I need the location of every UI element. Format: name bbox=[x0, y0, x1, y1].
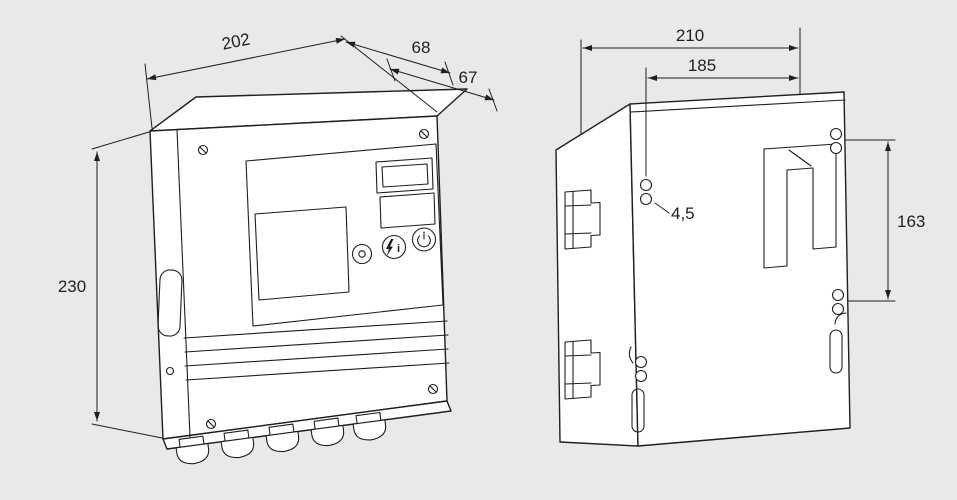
dim-label-67: 67 bbox=[459, 68, 478, 87]
power-icon bbox=[417, 231, 431, 248]
side-slot-window bbox=[157, 269, 183, 337]
slot-bottom-left bbox=[631, 388, 645, 433]
rear-face bbox=[629, 91, 851, 447]
corner-screw bbox=[205, 418, 217, 430]
power-button[interactable] bbox=[411, 227, 437, 252]
reset-button[interactable] bbox=[351, 243, 373, 265]
rear-top-edge bbox=[630, 99, 846, 113]
label-window bbox=[379, 192, 436, 229]
dim-label-202: 202 bbox=[220, 29, 252, 53]
led-display-inner bbox=[381, 163, 429, 188]
lightning-icon bbox=[386, 239, 394, 257]
leader-line-hole-diameter bbox=[654, 202, 670, 214]
dim-label-hole-diameter: 4,5 bbox=[671, 204, 695, 223]
side-screw bbox=[165, 366, 175, 376]
ext-line bbox=[91, 423, 163, 439]
ext-line bbox=[444, 61, 454, 86]
led-display-window bbox=[375, 157, 434, 194]
dimensions: 202 68 67 230 210 185 163 4,5 bbox=[58, 26, 925, 439]
rear-view bbox=[555, 91, 851, 447]
corner-screw bbox=[427, 383, 439, 395]
ext-line bbox=[91, 131, 150, 150]
dim-label-230: 230 bbox=[58, 277, 86, 296]
front-view: i bbox=[149, 88, 468, 467]
cutout-hook-edge bbox=[788, 149, 812, 167]
door-edge bbox=[176, 128, 191, 438]
dim-label-68: 68 bbox=[412, 38, 431, 57]
dim-label-163: 163 bbox=[897, 212, 925, 231]
dim-line-68 bbox=[345, 41, 451, 74]
control-panel bbox=[245, 143, 444, 327]
slot-right bbox=[829, 329, 843, 374]
main-display bbox=[254, 206, 350, 301]
dim-label-210: 210 bbox=[676, 26, 704, 45]
dim-label-185: 185 bbox=[688, 56, 716, 75]
dim-line-202 bbox=[146, 37, 346, 81]
ext-line bbox=[144, 63, 153, 129]
mounting-cutout bbox=[763, 143, 837, 269]
vent-louvers bbox=[183, 320, 450, 381]
info-icon: i bbox=[397, 243, 400, 255]
corner-screw bbox=[418, 128, 430, 140]
reset-dot-icon bbox=[358, 250, 366, 258]
dim-line-67 bbox=[389, 68, 495, 101]
hook-detail-left bbox=[628, 346, 634, 364]
hook-detail-right bbox=[834, 312, 847, 325]
corner-screw bbox=[197, 144, 209, 156]
info-button[interactable]: i bbox=[381, 234, 407, 260]
front-face bbox=[149, 115, 448, 440]
